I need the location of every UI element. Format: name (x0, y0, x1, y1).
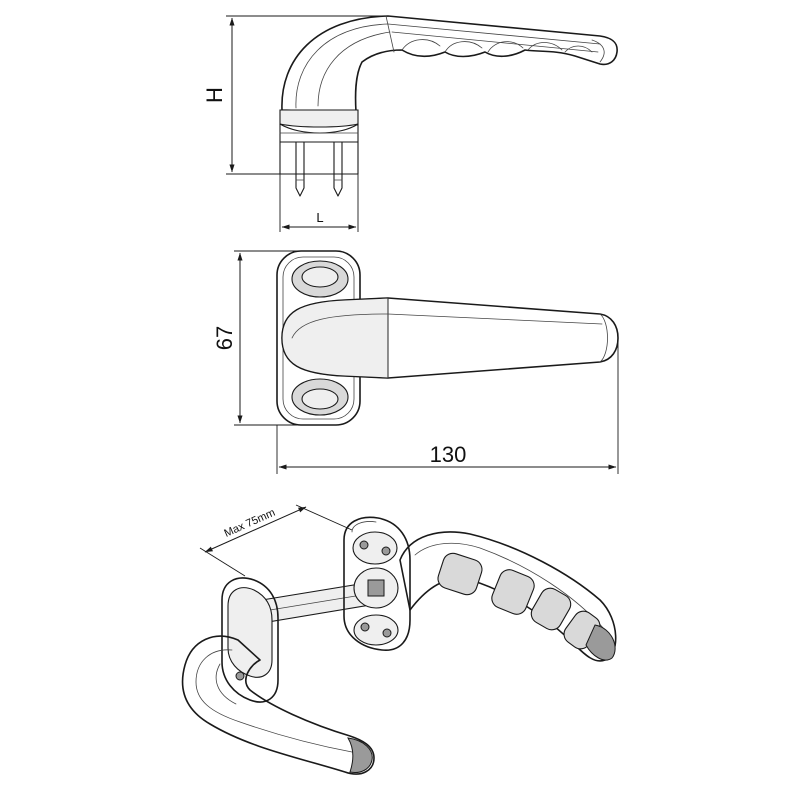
rear-grip-pad-3 (530, 587, 572, 631)
w-dimension-label: 67 (212, 326, 237, 350)
top-lever-neck (281, 297, 389, 379)
side-lever-inner-curve (295, 23, 389, 109)
rear-plate-screw-top-1 (359, 540, 369, 550)
max-extension-bottom (199, 547, 246, 577)
front-lever-ridge (195, 649, 353, 753)
side-lever-inner-curve-2 (317, 31, 391, 107)
top-lever-ridge-2 (387, 313, 603, 325)
rear-lever-inner (414, 542, 606, 631)
top-lever-ridge (291, 313, 389, 339)
side-finger-groove-1 (401, 39, 441, 51)
side-finger-groove-5 (564, 45, 593, 53)
front-lever-outline (181, 635, 375, 775)
side-finger-groove-2 (444, 41, 483, 53)
front-lever-ridge-2 (215, 663, 237, 705)
side-lever-outline (281, 15, 618, 113)
len-dimension-label: 130 (430, 442, 467, 467)
rear-plate-hole-bottom (353, 614, 399, 646)
front-lever-fixing-screw (235, 671, 245, 681)
side-lever-mid-ridge (391, 31, 599, 53)
front-rose-outline (221, 577, 279, 703)
front-lever-tip-cap (347, 737, 373, 773)
side-lever-top-ridge (387, 23, 601, 45)
max-dimension-line (204, 506, 307, 553)
top-screw-cover-bottom-inner (301, 388, 339, 410)
side-lever-tip-detail (591, 39, 605, 63)
rear-lever-tip-cap (585, 624, 616, 661)
rear-plate-thickness (351, 521, 377, 533)
side-finger-groove-4 (527, 42, 563, 51)
side-lever-split (385, 15, 395, 53)
rear-plate-screw-bottom-1 (360, 622, 370, 632)
max-extension-top (295, 504, 353, 531)
h-dimension-label: H (202, 87, 227, 103)
rear-plate-screw-bottom-2 (382, 628, 392, 638)
side-view: H L (202, 15, 618, 232)
side-rose (279, 109, 359, 128)
side-finger-groove-3 (487, 41, 524, 53)
rear-plate-screw-top-2 (381, 546, 391, 556)
top-view: 67 130 (212, 250, 619, 474)
perspective-view: Max 75mm (181, 504, 617, 775)
side-screw-left (295, 141, 305, 197)
rear-grip-pad-2 (491, 569, 535, 615)
top-screw-cover-top-inner (301, 266, 339, 288)
side-spindle-housing (279, 141, 359, 175)
l-dimension-label: L (316, 210, 323, 225)
front-rose-face (227, 587, 273, 678)
rear-plate-spindle-square (367, 579, 385, 597)
top-lever-tip (599, 313, 608, 363)
rear-plate-outline (343, 516, 411, 651)
rear-plate-hole-top (352, 531, 398, 565)
rear-grip-pad-1 (437, 552, 483, 596)
side-screw-right (333, 141, 343, 197)
